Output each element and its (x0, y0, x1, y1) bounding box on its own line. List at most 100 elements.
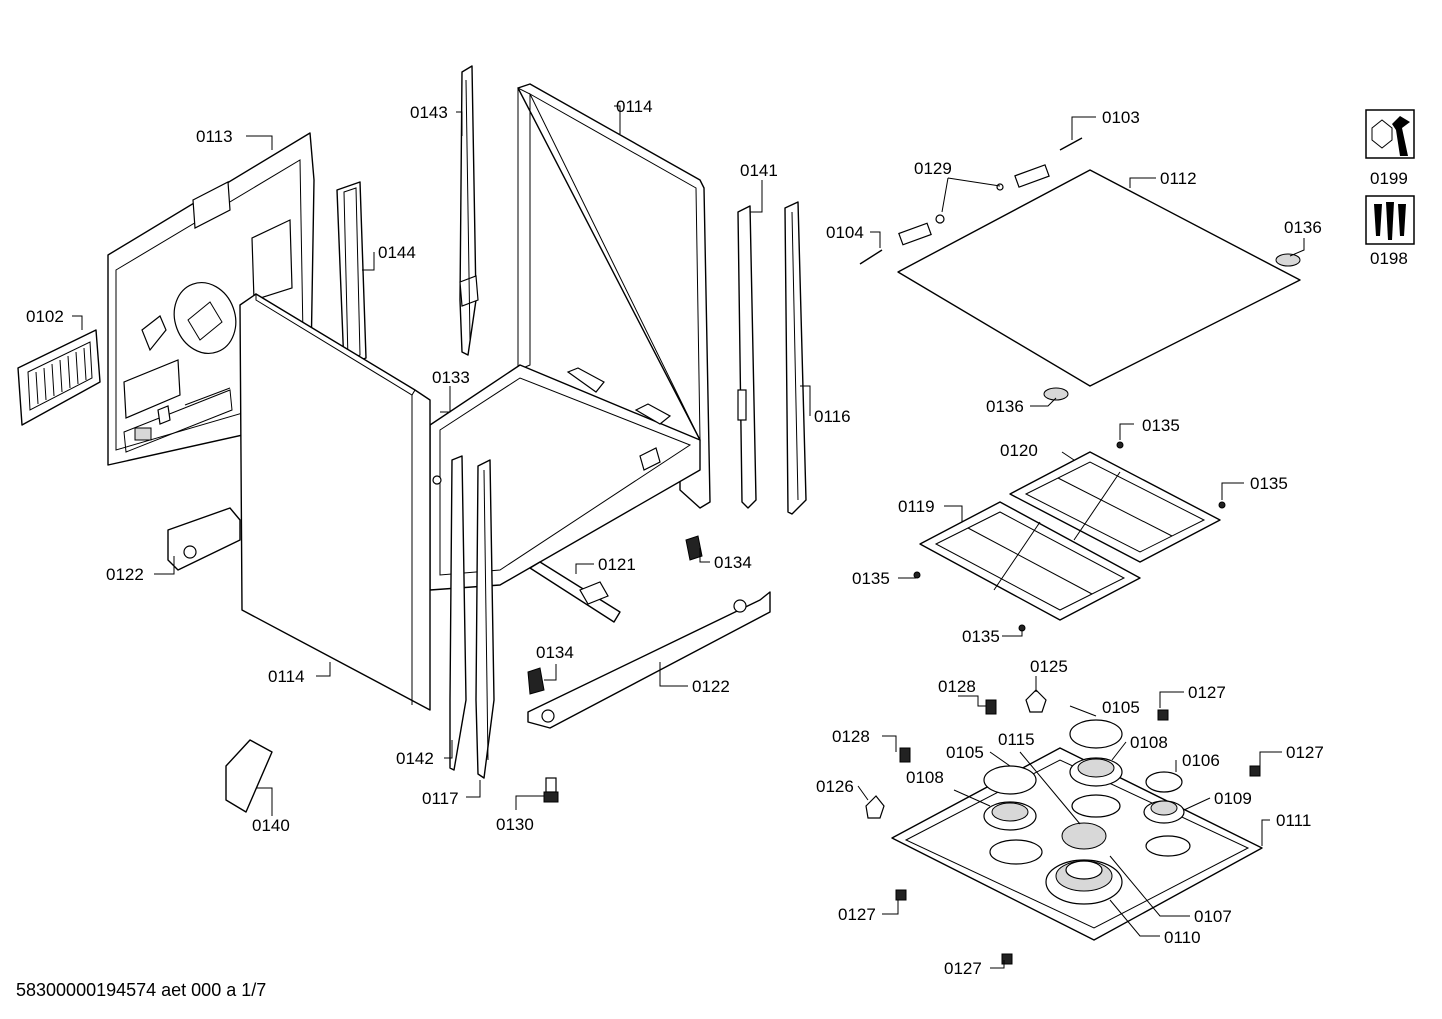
label-0120: 0120 (1000, 441, 1038, 460)
burner-0109 (1143, 800, 1185, 824)
screw-hole-0133 (432, 475, 442, 485)
label-0140: 0140 (252, 816, 290, 835)
buffer-0135-a (1116, 441, 1124, 449)
label-0134-lower: 0134 (536, 643, 574, 662)
label-0105-left: 0105 (946, 743, 984, 762)
label-0116: 0116 (814, 407, 851, 426)
label-0119: 0119 (898, 497, 935, 516)
screw-0104 (859, 249, 883, 265)
buffer-0135-c (913, 571, 921, 579)
label-0105-right: 0105 (1102, 698, 1140, 717)
label-0109: 0109 (1214, 789, 1252, 808)
label-0198: 0198 (1370, 249, 1408, 268)
leader-lines (72, 105, 1305, 969)
label-0114-front: 0114 (268, 667, 305, 686)
label-0128-b: 0128 (832, 727, 870, 746)
side-panel-0114-front (239, 293, 431, 711)
base-rail-0122-right (527, 591, 771, 729)
nut-0129-a (935, 214, 945, 224)
front-profile-0142 (449, 455, 467, 771)
grille-slots (35, 347, 87, 405)
vertical-rail-0143 (459, 65, 479, 356)
frame-strip-0144 (336, 181, 367, 367)
oven-base-frame (429, 364, 701, 591)
burner-cap-0107 (1061, 822, 1107, 850)
burner-0108-right (1069, 757, 1123, 787)
screw-0103 (1059, 137, 1083, 151)
burner-cap-0105-right (1069, 719, 1123, 749)
vent-grille-0102 (17, 329, 101, 426)
vertical-rail-0141 (737, 205, 757, 509)
holder-0125 (1025, 689, 1047, 713)
label-0112: 0112 (1160, 169, 1197, 188)
vertical-rail-0116 (784, 201, 807, 515)
label-0115: 0115 (998, 730, 1035, 749)
label-0106: 0106 (1182, 751, 1220, 770)
front-profile-0117 (475, 459, 495, 779)
base-rail-0122-left (167, 507, 241, 571)
nut-0129-b (996, 183, 1004, 191)
label-0108-right: 0108 (1130, 733, 1168, 752)
label-0117: 0117 (422, 789, 459, 808)
label-0122-left: 0122 (106, 565, 144, 584)
hinge-0129-right (1014, 164, 1050, 188)
buffer-0136-top (1275, 253, 1301, 267)
label-0127-b: 0127 (1286, 743, 1324, 762)
buffer-0136-bottom (1043, 387, 1069, 401)
burner-cap-0106 (1145, 771, 1183, 793)
label-0135-c: 0135 (852, 569, 890, 588)
label-0126: 0126 (816, 777, 854, 796)
label-0111: 0111 (1276, 811, 1311, 830)
hinge-0129-left (898, 222, 932, 246)
label-0125: 0125 (1030, 657, 1068, 676)
wrench-icon (1365, 109, 1415, 159)
clip-0134-upper (685, 535, 703, 561)
clip-0128-b (899, 747, 911, 763)
label-0130: 0130 (496, 815, 534, 834)
label-0135-b: 0135 (1250, 474, 1288, 493)
label-0142: 0142 (396, 749, 434, 768)
label-0121: 0121 (598, 555, 636, 574)
label-0110: 0110 (1164, 928, 1201, 947)
label-0127-d: 0127 (944, 959, 982, 978)
screws-icon (1365, 195, 1415, 245)
label-0127-a: 0127 (1188, 683, 1226, 702)
label-0127-c: 0127 (838, 905, 876, 924)
pan-support-0120 (1009, 451, 1221, 563)
label-0129: 0129 (914, 159, 952, 178)
label-0143: 0143 (410, 103, 448, 122)
callout-labels: 0113 0143 0114 0141 0103 0129 0112 0199 … (26, 97, 1408, 978)
label-0113: 0113 (196, 127, 233, 146)
pan-support-0119 (919, 501, 1141, 621)
burner-0110-wok (1045, 859, 1123, 905)
label-0104: 0104 (826, 223, 864, 242)
label-0136-top: 0136 (1284, 218, 1322, 237)
holder-0126 (865, 795, 885, 819)
clip-0128-a (985, 699, 997, 715)
clip-0127-d (1001, 953, 1013, 965)
clip-0134-lower (527, 667, 545, 695)
burner-0108-left (983, 801, 1037, 831)
clip-0127-b (1249, 765, 1261, 777)
support-rail-0121 (529, 561, 621, 623)
label-0134-upper: 0134 (714, 553, 752, 572)
clip-0127-a (1157, 709, 1169, 721)
label-0135-d: 0135 (962, 627, 1000, 646)
label-0114-rear: 0114 (616, 97, 653, 116)
label-0107: 0107 (1194, 907, 1232, 926)
burner-cap-0105-left (983, 765, 1037, 795)
label-0128-a: 0128 (938, 677, 976, 696)
label-0144: 0144 (378, 243, 416, 262)
label-0133: 0133 (432, 368, 470, 387)
label-0122-right: 0122 (692, 677, 730, 696)
label-0135-a: 0135 (1142, 416, 1180, 435)
label-0103: 0103 (1102, 108, 1140, 127)
buffer-0135-b (1218, 501, 1226, 509)
label-0199: 0199 (1370, 169, 1408, 188)
label-0141: 0141 (740, 161, 778, 180)
clip-0127-c (895, 889, 907, 901)
label-0136-bottom: 0136 (986, 397, 1024, 416)
label-0108-left: 0108 (906, 768, 944, 787)
adjustable-foot-0130 (543, 777, 559, 803)
